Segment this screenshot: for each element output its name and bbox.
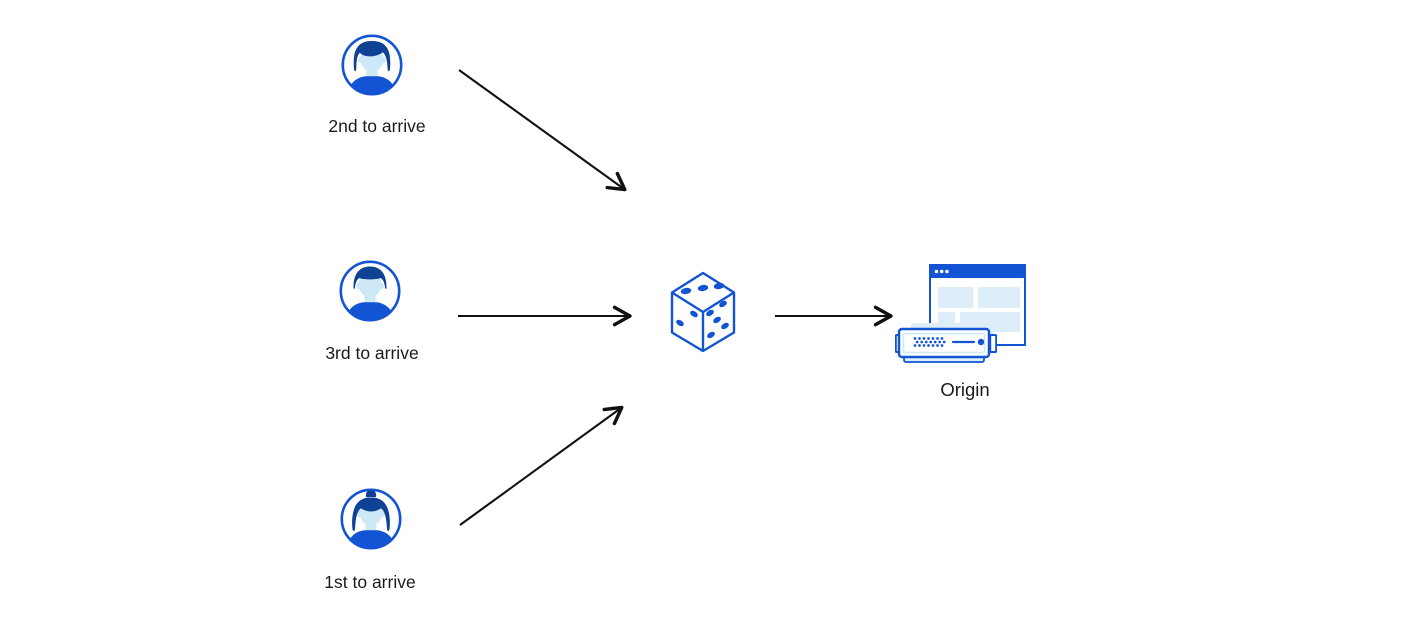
- window-dot: [939, 269, 944, 274]
- dice-node: [668, 270, 738, 354]
- male-user-avatar-icon: [339, 260, 401, 322]
- arrow-client-1st-to-dice: [459, 405, 624, 526]
- window-dot: [934, 269, 939, 274]
- client-label: 3rd to arrive: [325, 343, 419, 363]
- arrow-client-2nd-to-dice: [458, 69, 627, 192]
- origin-label: Origin: [940, 379, 990, 400]
- client-node-3rd: [338, 259, 402, 323]
- client-node-1st: [339, 487, 403, 551]
- female-user-avatar-icon: [340, 488, 402, 550]
- server-vent-dots: [913, 337, 946, 347]
- client-label: 1st to arrive: [324, 572, 416, 592]
- client-label: 2nd to arrive: [328, 116, 426, 136]
- window-dot: [945, 269, 949, 274]
- server-rack-icon: [895, 323, 997, 363]
- client-node-2nd: [340, 33, 404, 97]
- server-indicator-light: [977, 338, 985, 346]
- dice-icon: [670, 271, 736, 353]
- male-user-avatar-icon: [341, 34, 403, 96]
- origin-server: [895, 321, 997, 365]
